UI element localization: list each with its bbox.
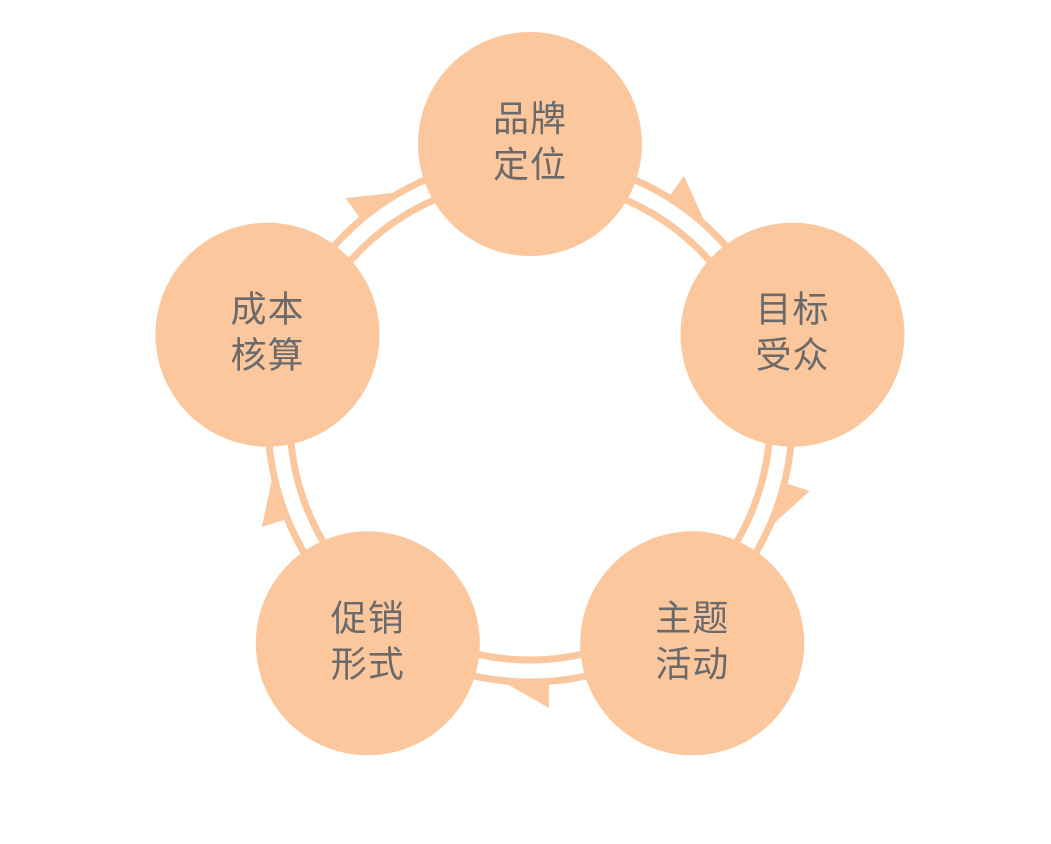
node-audience-circle — [680, 222, 905, 447]
cycle-arrows — [261, 175, 810, 708]
node-promotion-line-1: 促销 — [331, 598, 405, 639]
node-audience-line-1: 目标 — [755, 290, 829, 331]
node-brand-line-1: 品牌 — [493, 99, 567, 140]
node-theme-line-1: 主题 — [655, 598, 729, 639]
node-brand: 品牌 定位 — [418, 32, 642, 256]
node-audience: 目标 受众 — [680, 222, 905, 447]
node-promotion-line-2: 形式 — [331, 644, 405, 685]
node-theme-circle — [580, 531, 805, 756]
node-audience-line-2: 受众 — [755, 336, 829, 377]
cycle-arrow-1 — [666, 175, 704, 220]
node-promotion-circle — [255, 531, 480, 756]
node-theme: 主题 活动 — [580, 531, 805, 756]
node-cost-line-1: 成本 — [230, 290, 304, 331]
node-cost: 成本 核算 — [155, 222, 380, 447]
node-cost-circle — [155, 222, 380, 447]
cycle-arrow-3 — [506, 678, 549, 708]
node-promotion: 促销 形式 — [255, 531, 480, 756]
node-brand-line-2: 定位 — [493, 145, 567, 186]
cycle-arrow-5 — [345, 192, 394, 223]
cycle-nodes: 品牌 定位 目标 受众 主题 活动 促销 形式 成本 核算 — [155, 32, 905, 756]
node-cost-line-2: 核算 — [230, 336, 304, 377]
node-theme-line-2: 活动 — [655, 644, 729, 685]
node-brand-circle — [418, 32, 642, 256]
cycle-arrow-4 — [261, 479, 291, 527]
cycle-arrow-2 — [773, 481, 810, 524]
